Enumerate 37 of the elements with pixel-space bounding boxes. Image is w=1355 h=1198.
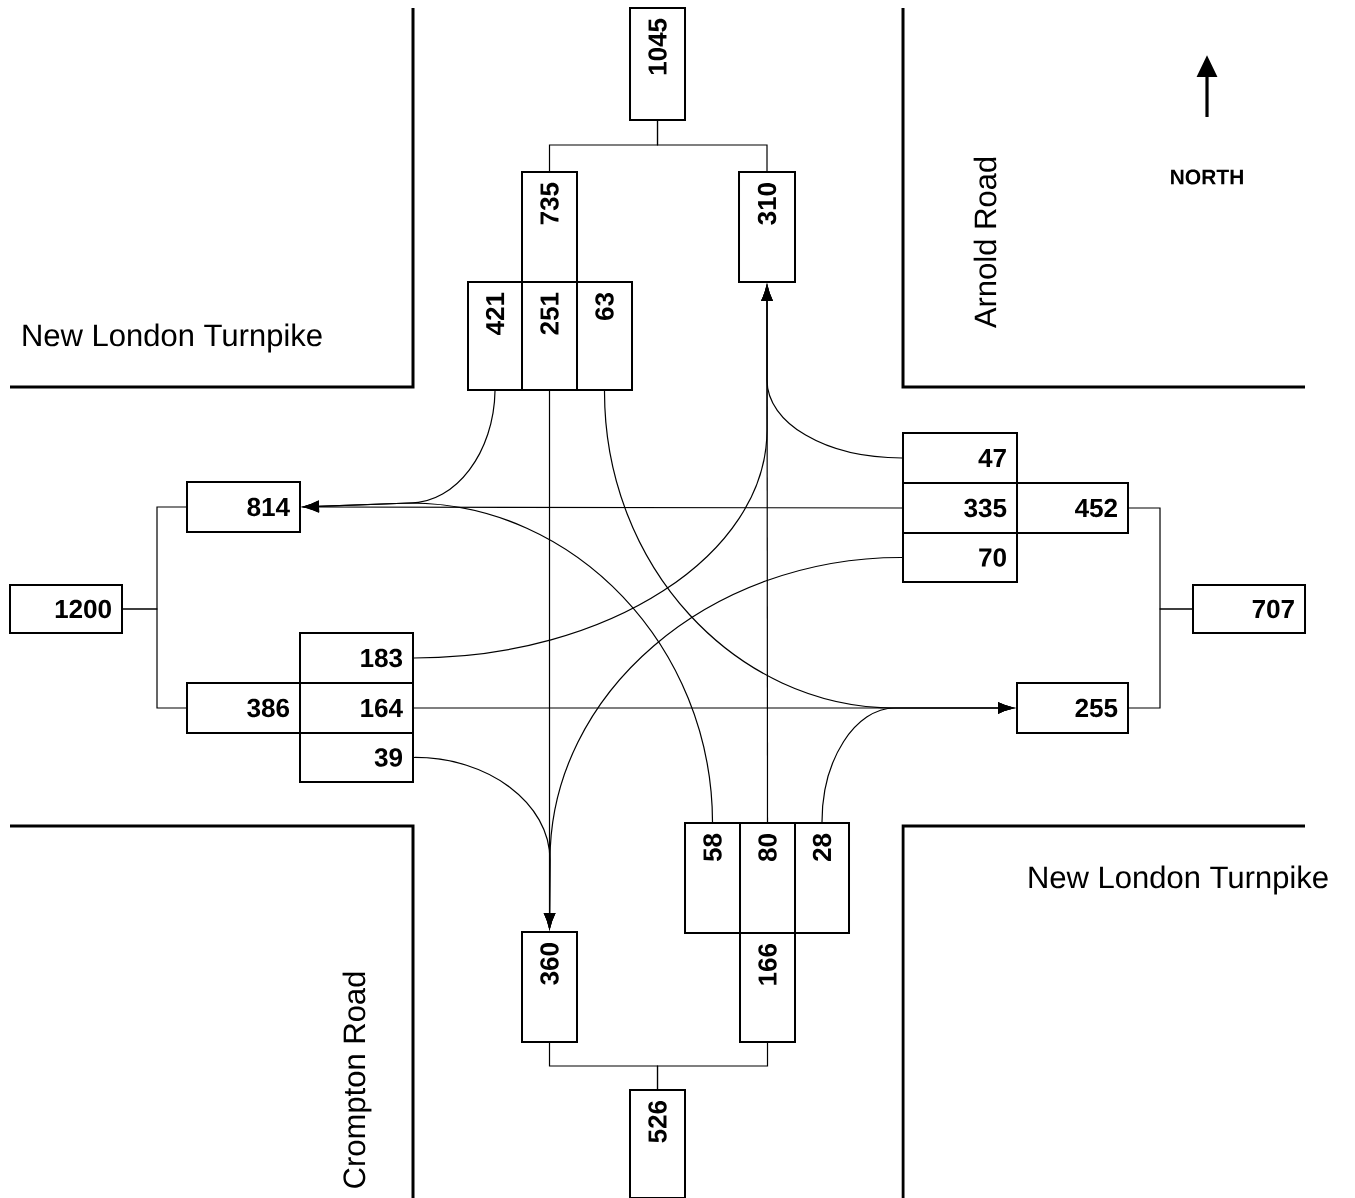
count-box: 386 — [186, 682, 301, 734]
count-box: 1200 — [9, 584, 123, 634]
arrow — [303, 500, 714, 823]
count-box: 335 — [902, 482, 1018, 534]
connector-line — [1128, 608, 1193, 709]
count-box: 63 — [576, 281, 633, 391]
count-box: 28 — [794, 822, 850, 934]
count-box: 164 — [299, 682, 414, 734]
count-box: 735 — [521, 171, 578, 283]
count-box: 80 — [739, 822, 796, 934]
count-box: 1045 — [629, 7, 686, 121]
count-box: 526 — [629, 1089, 686, 1198]
compass-label: NORTH — [1171, 169, 1243, 185]
count-box: 814 — [186, 481, 301, 533]
connector-line — [122, 608, 187, 709]
count-box: 58 — [684, 822, 741, 934]
arrow — [821, 702, 1014, 823]
count-box: 360 — [521, 931, 578, 1043]
arrow — [544, 556, 903, 929]
connector-line — [656, 1042, 769, 1090]
count-box: 70 — [902, 532, 1018, 583]
street-label: Arnold Road — [973, 157, 997, 329]
count-box: 39 — [299, 732, 414, 783]
street-label: New London Turnpike — [1029, 865, 1328, 895]
count-box: 47 — [902, 432, 1018, 484]
count-box: 166 — [739, 932, 796, 1043]
street-label: Crompton Road — [342, 972, 372, 1188]
count-box: 707 — [1192, 584, 1306, 634]
count-box: 421 — [467, 281, 523, 391]
street-label: New London Turnpike — [23, 323, 322, 353]
count-box: 255 — [1016, 682, 1129, 734]
arrow — [413, 285, 773, 659]
connector-line — [656, 120, 768, 172]
count-box: 183 — [299, 632, 414, 684]
count-box: 251 — [521, 281, 578, 391]
count-box: 452 — [1016, 482, 1129, 534]
count-box: 310 — [738, 171, 796, 283]
